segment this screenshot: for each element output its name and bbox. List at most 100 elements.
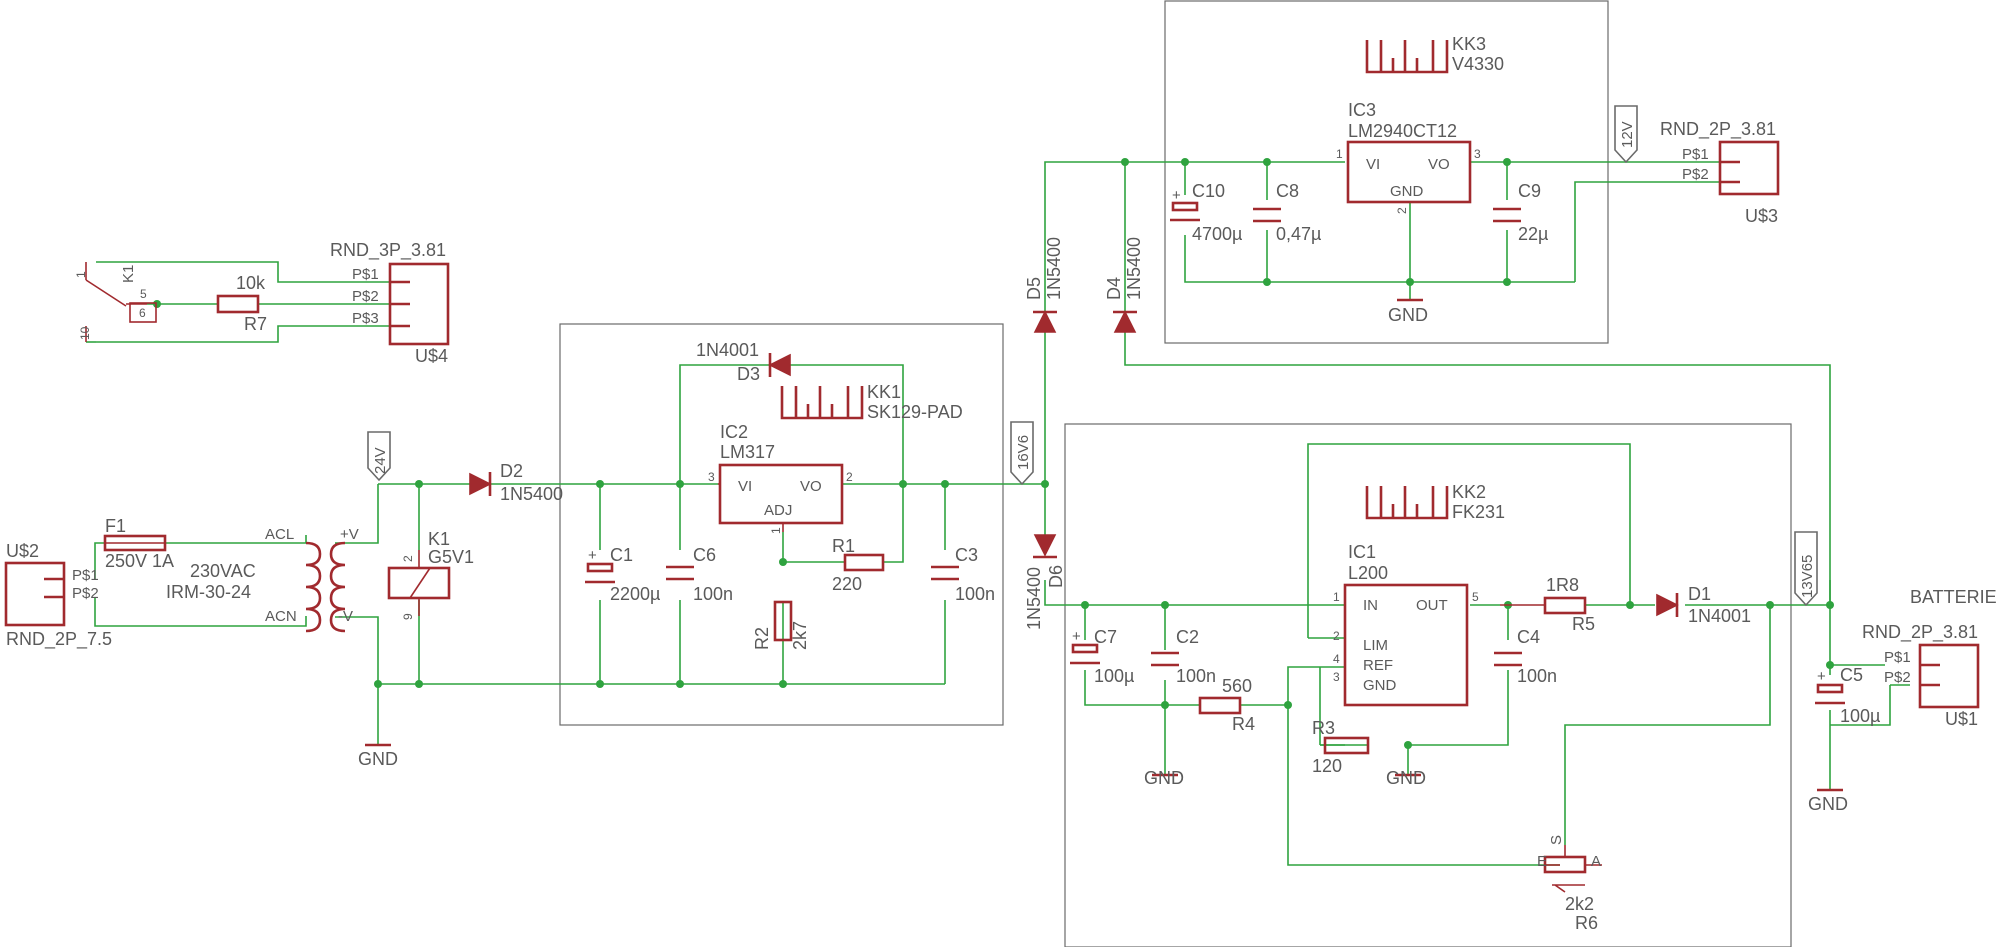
ic1-pin2: 2 [1333,629,1340,643]
kk2-value: FK231 [1452,502,1505,522]
k1-coil-type: G5V1 [428,547,474,567]
u4-p3: P$3 [352,310,379,327]
r1-name: R1 [832,536,855,556]
diode-d4: D4 1N5400 [1104,237,1144,333]
relay-contact-k1: 1 5 6 10 K1 [74,262,157,342]
connector-u2: U$2 P$1 P$2 RND_2P_7.5 [4,541,112,650]
module-box-lm317 [559,323,1004,726]
ic1-in: IN [1363,597,1378,614]
c8-name: C8 [1276,181,1299,201]
d4-value: 1N5400 [1124,237,1144,300]
k1-pin10: 10 [78,326,92,340]
f1-value: 250V 1A [105,551,174,571]
ic3-pin3: 3 [1474,147,1481,161]
ic3-vo: VO [1428,156,1450,173]
regulator-ic2: IC2 LM317 VI VO ADJ 3 2 1 [708,422,853,534]
r6-e: E [1537,853,1547,870]
capacitor-c2: C2 100n [1151,627,1216,686]
capacitor-c9: C9 22µ [1493,181,1548,244]
u3-type: RND_2P_3.81 [1660,119,1776,140]
ic1-pin1: 1 [1333,590,1340,604]
r4-name: R4 [1232,714,1255,734]
psu-acl: ACL [265,526,294,543]
c3-value: 100n [955,584,995,604]
kk2-name: KK2 [1452,482,1486,502]
psu-mv: -V [338,608,353,625]
u1-p1: P$1 [1884,649,1911,666]
c7-value: 100µ [1094,666,1134,686]
regulator-ic1: IC1 L200 IN OUT LIM REF GND 1 5 2 4 3 [1333,542,1479,707]
diode-d6: D6 1N5400 [1024,534,1066,630]
gnd-symbol-2: GND [1388,298,1428,325]
ic1-pin4: 4 [1333,652,1340,666]
d3-value: 1N4001 [696,340,759,360]
resistor-r4: 560 R4 [1198,676,1255,734]
capacitor-c10: + C10 4700µ [1170,181,1242,244]
heatsink-kk2: KK2 FK231 [1365,482,1505,522]
d3-name: D3 [737,364,760,384]
c2-value: 100n [1176,666,1216,686]
connector-u4: RND_3P_3.81 P$1 P$2 P$3 U$4 [330,240,450,366]
potentiometer-r6: E S A 2k2 R6 [1537,835,1602,933]
f1-name: F1 [105,516,126,536]
resistor-r2: R2 2k7 [752,600,810,650]
r7-value: 10k [236,273,266,293]
psu-acn: ACN [265,608,297,625]
svg-text:+: + [1072,628,1081,645]
kk3-value: V4330 [1452,54,1504,74]
ic2-name: IC2 [720,422,748,442]
k1-pin9: 9 [401,613,415,620]
psu-type: IRM-30-24 [166,582,251,602]
net-label-16v6: 16V6 [1010,421,1034,486]
c5-name: C5 [1840,665,1863,685]
diode-d2: D2 1N5400 [469,461,563,504]
k1-pin6: 6 [139,306,146,320]
net-24v-text: 24V [372,447,389,474]
u2-name: U$2 [6,541,39,561]
c8-value: 0,47µ [1276,224,1321,244]
psu-pv: +V [340,526,359,543]
net-label-12v: 12V [1614,105,1638,164]
gnd-label-5: GND [1808,794,1848,814]
ic2-type: LM317 [720,442,775,462]
diode-d5: D5 1N5400 [1024,237,1064,333]
r6-value: 2k2 [1565,894,1594,914]
ic1-out: OUT [1416,597,1448,614]
kk1-name: KK1 [867,382,901,402]
capacitor-c6: C6 100n [666,545,733,604]
c4-name: C4 [1517,627,1540,647]
ic2-pin3: 3 [708,470,715,484]
ic1-type: L200 [1348,563,1388,583]
u4-p1: P$1 [352,266,379,283]
capacitor-c7: + C7 100µ [1070,627,1134,686]
u3-p2: P$2 [1682,166,1709,183]
ic1-pin3: 3 [1333,670,1340,684]
ic2-vo: VO [800,478,822,495]
u4-p2: P$2 [352,288,379,305]
c7-name: C7 [1094,627,1117,647]
wires [86,161,1910,866]
k1-pin5: 5 [140,287,147,301]
kk3-name: KK3 [1452,34,1486,54]
c3-name: C3 [955,545,978,565]
gnd-label-1: GND [358,749,398,769]
heatsink-kk3: KK3 V4330 [1365,34,1504,74]
ic1-pin5: 5 [1472,590,1479,604]
junctions [153,158,1834,749]
ic2-adj: ADJ [764,502,792,519]
c5-value: 100µ [1840,706,1880,726]
d2-name: D2 [500,461,523,481]
gnd-label-2: GND [1388,305,1428,325]
u3-p1: P$1 [1682,146,1709,163]
capacitor-c1: + C1 2200µ [585,545,660,604]
psu-value: 230VAC [190,561,256,581]
psu-irm: ACL ACN +V -V 230VAC IRM-30-24 [166,526,359,633]
ic1-ref: REF [1363,657,1393,674]
diode-d3: 1N4001 D3 [696,340,791,384]
c1-name: C1 [610,545,633,565]
r2-value: 2k7 [790,621,810,650]
ic2-vi: VI [738,478,752,495]
ic3-pin2: 2 [1395,207,1409,214]
r1-value: 220 [832,574,862,594]
